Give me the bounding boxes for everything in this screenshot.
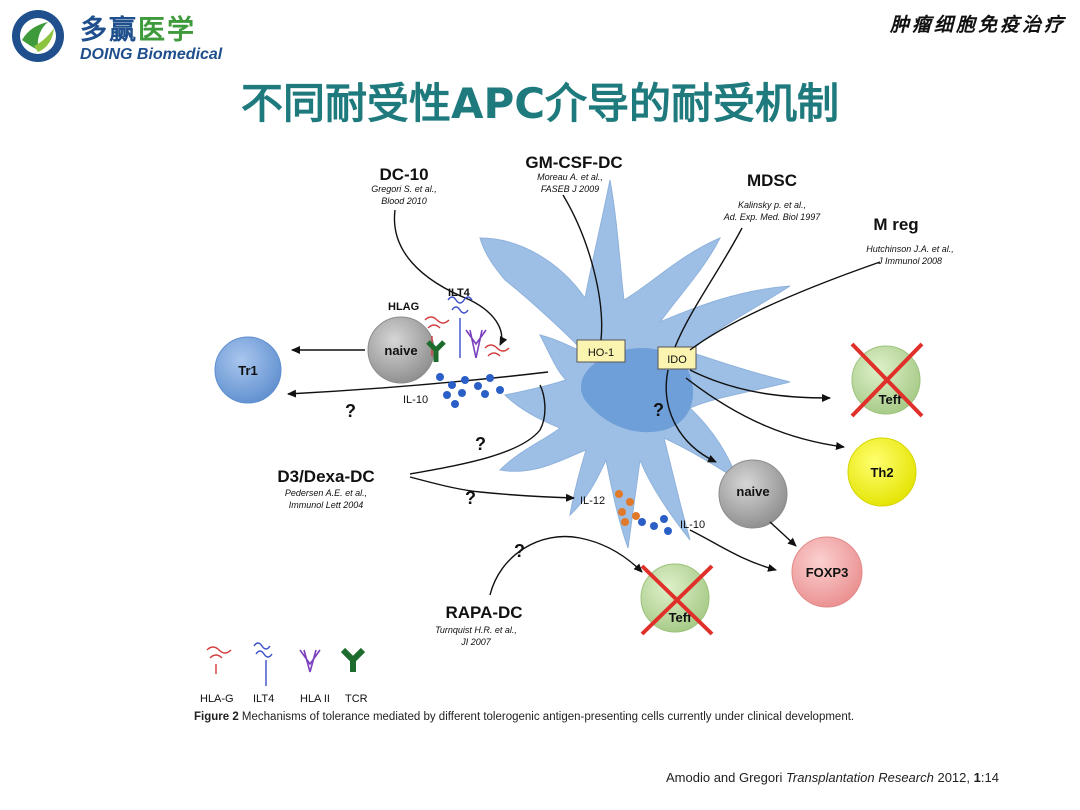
- line-mdsc-to-ido: [674, 227, 743, 348]
- ido-box: [657, 346, 697, 370]
- legend-hla-g-icon: [206, 646, 232, 674]
- question-mark-5: ?: [653, 400, 664, 420]
- logo-cn-part2: 医学: [138, 15, 196, 46]
- line-d3dexa-up: [409, 384, 546, 475]
- citation-authors: Amodio and Gregori: [666, 770, 786, 785]
- mreg-ref2: J Immunol 2008: [877, 256, 942, 266]
- dc-type-gmcsf: GM-CSF-DC Moreau A. et al., FASEB J 2009: [525, 153, 622, 194]
- question-mark-2: ?: [475, 434, 486, 454]
- dc-type-rapa: RAPA-DC Turnquist H.R. et al., JI 2007: [435, 603, 523, 647]
- naive-left-label: naive: [384, 343, 417, 358]
- citation: Amodio and Gregori Transplantation Resea…: [666, 770, 999, 785]
- citation-volume: 1: [973, 770, 981, 785]
- rapa-ref1: Turnquist H.R. et al.,: [435, 625, 517, 635]
- th2-cell: [847, 437, 917, 507]
- tr1-label: Tr1: [238, 363, 258, 378]
- d3dexa-ref1: Pedersen A.E. et al.,: [285, 488, 367, 498]
- ilt4-glyph-icon: [447, 296, 473, 358]
- question-mark-4: ?: [514, 541, 525, 561]
- mreg-name: M reg: [873, 215, 918, 234]
- arrow-naive-to-foxp3: [769, 521, 797, 547]
- gmcsf-ref1: Moreau A. et al.,: [537, 172, 603, 182]
- citation-page: :14: [980, 770, 999, 785]
- legend: HLA-G ILT4 HLA II TCR: [200, 642, 368, 705]
- tcr-glyph-icon: [426, 340, 446, 362]
- foxp3-cell: [791, 536, 863, 608]
- logo-mark-icon: [12, 10, 64, 62]
- arrow-il10-to-foxp3: [689, 529, 777, 572]
- logo-cn-part1: 多赢: [80, 15, 138, 46]
- citation-journal: Transplantation Research: [785, 770, 934, 785]
- dc10-ref2: Blood 2010: [381, 196, 427, 206]
- slide-title: 不同耐受性APC介导的耐受机制: [240, 79, 840, 128]
- hlag-label: HLAG: [388, 301, 419, 313]
- ilt4-label: ILT4: [448, 287, 471, 299]
- figure-caption: Figure 2 Mechanisms of tolerance mediate…: [194, 711, 854, 723]
- logo-english-name: DOING Biomedical: [80, 46, 223, 63]
- dc-type-mdsc: MDSC Kalinsky p. et al., Ad. Exp. Med. B…: [723, 171, 822, 222]
- ho1-label: HO-1: [588, 347, 614, 359]
- dc-type-dc10: DC-10 Gregori S. et al., Blood 2010: [371, 165, 437, 206]
- arrow-ido-to-naive: [665, 369, 717, 463]
- teff-bottom-cross-icon: [640, 564, 714, 636]
- th2-label: Th2: [870, 465, 893, 480]
- arrow-d3dexa-to-il12: [409, 476, 575, 502]
- mdsc-ref2: Ad. Exp. Med. Biol 1997: [723, 212, 822, 222]
- legend-tcr-icon: [340, 647, 366, 672]
- caption-label: Figure 2: [194, 711, 239, 723]
- question-mark-3: ?: [465, 488, 476, 508]
- arrow-dc-to-tr1: [287, 371, 549, 398]
- caption-text: Mechanisms of tolerance mediated by diff…: [238, 711, 855, 723]
- line-mreg-to-ido: [689, 261, 881, 351]
- ido-label: IDO: [667, 354, 687, 366]
- logo-chinese-name: 多赢医学: [80, 8, 196, 47]
- gmcsf-name: GM-CSF-DC: [525, 153, 622, 172]
- hla-ii-glyph-icon: [465, 329, 487, 359]
- legend-tcr-label: TCR: [345, 693, 368, 705]
- dc10-ref1: Gregori S. et al.,: [371, 184, 437, 194]
- teff-top-cross-icon: [850, 342, 924, 418]
- naive-cell-right: [718, 459, 788, 529]
- il10-dots-left: [436, 373, 504, 408]
- rapa-ref2: JI 2007: [460, 637, 492, 647]
- arrow-dc10-to-ilt4: [393, 209, 508, 346]
- mreg-ref1: Hutchinson J.A. et al.,: [866, 244, 954, 254]
- rapa-name: RAPA-DC: [445, 603, 522, 622]
- il12-label: IL-12: [580, 495, 605, 507]
- mdsc-ref1: Kalinsky p. et al.,: [738, 200, 806, 210]
- il10-left-label: IL-10: [403, 394, 428, 406]
- d3dexa-name: D3/Dexa-DC: [277, 467, 374, 486]
- arrow-ido-to-th2: [685, 377, 845, 450]
- connector-arrows: [287, 194, 881, 596]
- il10-right-label: IL-10: [680, 519, 705, 531]
- tagline: 肿瘤细胞免疫治疗: [889, 14, 1066, 36]
- dc-type-d3dexa: D3/Dexa-DC Pedersen A.E. et al., Immunol…: [277, 467, 374, 510]
- legend-hla-ii-label: HLA II: [300, 693, 330, 705]
- d3dexa-ref2: Immunol Lett 2004: [289, 500, 364, 510]
- naive-right-label: naive: [736, 484, 769, 499]
- question-mark-1: ?: [345, 401, 356, 421]
- legend-ilt4-icon: [253, 642, 273, 686]
- dc-type-mreg: M reg Hutchinson J.A. et al., J Immunol …: [866, 215, 954, 266]
- arrow-ido-to-teff: [689, 369, 831, 402]
- hla-g-glyph-2-icon: [484, 344, 510, 357]
- legend-hla-g-label: HLA-G: [200, 693, 234, 705]
- receptor-cluster: [424, 296, 510, 362]
- gmcsf-ref2: FASEB J 2009: [541, 184, 599, 194]
- mdsc-name: MDSC: [747, 171, 797, 190]
- doing-biomedical-logo: 多赢医学 DOING Biomedical: [8, 6, 228, 70]
- teff-top-label: Teff: [879, 392, 903, 407]
- teff-bottom-label: Teff: [669, 610, 693, 625]
- legend-hla-ii-icon: [299, 649, 321, 673]
- line-gmcsf-to-ho1: [562, 194, 603, 341]
- dc10-name: DC-10: [379, 165, 428, 184]
- il12-dots: [615, 490, 640, 526]
- arrow-rapa-to-teff: [489, 535, 643, 596]
- foxp3-label: FOXP3: [806, 565, 849, 580]
- legend-ilt4-label: ILT4: [253, 693, 274, 705]
- citation-year: 2012,: [933, 770, 974, 785]
- il10-dots-right: [638, 515, 672, 535]
- tr1-cell: [214, 336, 282, 404]
